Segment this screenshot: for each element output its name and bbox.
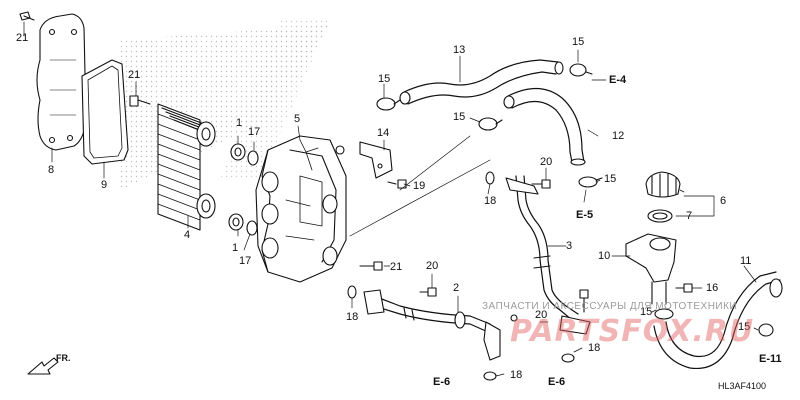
filler-neck-10 xyxy=(625,233,677,305)
callout-18: 18 xyxy=(588,342,601,354)
callout-3: 3 xyxy=(566,240,573,252)
hose-11 xyxy=(653,271,783,370)
cooler-housing-5 xyxy=(255,135,347,283)
callout-12: 12 xyxy=(612,130,625,142)
ref-e6: E-6 xyxy=(548,376,566,388)
watermark-logo: PARTSFOX.RU xyxy=(510,314,755,349)
clamp-15-b xyxy=(478,117,503,131)
callout-18: 18 xyxy=(484,195,497,207)
bolt-20-pipe xyxy=(579,289,589,313)
callout-15: 15 xyxy=(640,306,653,318)
callout-21: 21 xyxy=(16,32,29,44)
oil-cooler-4 xyxy=(157,103,216,231)
clamp-15-d xyxy=(578,176,603,188)
bolt-19 xyxy=(387,179,407,189)
callout-5: 5 xyxy=(294,113,301,125)
callout-10: 10 xyxy=(598,250,611,262)
callout-1: 1 xyxy=(236,117,243,129)
washer-18-d xyxy=(561,353,575,363)
callout-15: 15 xyxy=(572,36,585,48)
callout-21: 21 xyxy=(390,261,403,273)
washer-18-c xyxy=(483,371,497,381)
callout-2: 2 xyxy=(453,282,460,294)
bolt-21-top-left xyxy=(19,11,35,21)
callout-13: 13 xyxy=(453,44,466,56)
ref-e11: E-11 xyxy=(759,353,782,365)
leader-lines xyxy=(23,21,759,377)
watermark-caption: ЗАПЧАСТИ И АКСЕССУАРЫ ДЛЯ МОТОТЕХНИКИ xyxy=(482,301,738,312)
washer-18-a xyxy=(485,171,495,185)
callout-14: 14 xyxy=(377,127,390,139)
clamp-15-f xyxy=(758,323,774,337)
ref-e5: E-5 xyxy=(576,209,594,221)
callout-1: 1 xyxy=(232,242,239,254)
callout-15: 15 xyxy=(604,173,617,185)
clamp-15-a xyxy=(376,97,401,111)
radiator-cap-6 xyxy=(645,171,681,198)
bolt-16 xyxy=(675,283,693,293)
callout-7: 7 xyxy=(686,210,693,222)
pipe-3 xyxy=(505,175,591,335)
callout-20: 20 xyxy=(535,309,548,321)
callout-11: 11 xyxy=(740,255,752,267)
seal-7 xyxy=(647,209,673,223)
callout-16: 16 xyxy=(706,282,719,294)
ref-e4: E-4 xyxy=(609,74,627,86)
front-direction-label: FR. xyxy=(56,353,71,363)
callout-8: 8 xyxy=(48,164,55,176)
callout-15: 15 xyxy=(378,73,391,85)
diagram-code: HL3AF4100 xyxy=(718,381,767,391)
front-arrow-icon xyxy=(27,357,59,375)
hose-13 xyxy=(399,59,564,105)
gasket-9 xyxy=(81,59,129,165)
callout-20: 20 xyxy=(540,156,553,168)
callout-15: 15 xyxy=(453,111,466,123)
washer-18-b xyxy=(347,285,357,299)
clamp-15-e xyxy=(654,308,674,320)
hose-12 xyxy=(503,87,586,166)
bolt-20-lower xyxy=(419,287,437,297)
callout-18: 18 xyxy=(510,369,523,381)
ref-e6: E-6 xyxy=(433,376,451,388)
callout-9: 9 xyxy=(101,179,108,191)
callout-19: 19 xyxy=(413,180,426,192)
orings-upper xyxy=(230,143,259,166)
callout-21: 21 xyxy=(128,69,141,81)
orings-lower xyxy=(228,213,258,236)
clamp-15-c xyxy=(569,63,593,77)
bracket-14 xyxy=(359,141,393,179)
callout-17: 17 xyxy=(239,255,252,267)
pipe-2 xyxy=(363,289,501,361)
bolt-21-gasket xyxy=(129,95,151,107)
bolt-21-lower xyxy=(359,261,383,271)
washer-18-e xyxy=(510,314,518,322)
cover-plate-8 xyxy=(36,13,87,151)
callout-15: 15 xyxy=(738,321,751,333)
callout-20: 20 xyxy=(426,260,439,272)
callout-18: 18 xyxy=(346,311,359,323)
callout-6: 6 xyxy=(720,195,727,207)
callout-4: 4 xyxy=(184,229,191,241)
callout-17: 17 xyxy=(248,126,261,138)
